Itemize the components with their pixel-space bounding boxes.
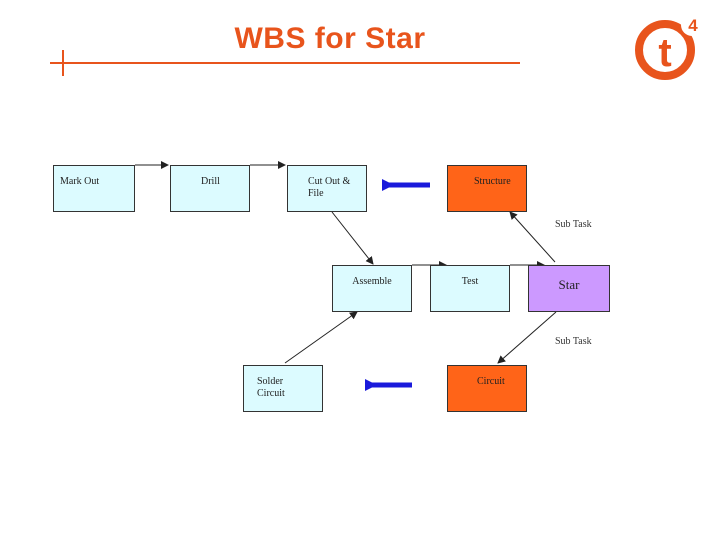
logo-letter: t — [658, 31, 671, 75]
task-box-cut-out-file: Cut Out & File — [287, 165, 367, 212]
t4-logo-icon: t 4 — [635, 14, 703, 80]
sub-task-label-bottom: Sub Task — [555, 336, 592, 347]
task-box-assemble: Assemble — [332, 265, 412, 312]
arrow-star-to-circuit — [497, 311, 557, 364]
arrow-star-to-structure — [509, 211, 556, 263]
task-label-assemble: Assemble — [352, 276, 392, 287]
logo-superscript: 4 — [688, 16, 698, 35]
subtask-box-circuit: Circuit — [447, 365, 527, 412]
title-underline — [50, 62, 520, 64]
task-box-test: Test — [430, 265, 510, 312]
task-label-solder-circuit: Solder Circuit — [257, 376, 285, 399]
arrow-cutout-to-assemble — [331, 211, 374, 265]
task-box-drill: Drill — [170, 165, 250, 212]
task-label-test: Test — [461, 276, 479, 287]
subtask-label-circuit: Circuit — [477, 376, 505, 387]
task-label-drill: Drill — [201, 176, 220, 187]
subtask-label-structure: Structure — [474, 176, 511, 187]
goal-label-star: Star — [558, 277, 580, 292]
subtask-box-structure: Structure — [447, 165, 527, 212]
sub-task-label-top: Sub Task — [555, 219, 592, 230]
page-title: WBS for Star — [234, 22, 426, 55]
task-label-mark-out: Mark Out — [60, 176, 100, 187]
task-label-cut-out-file: Cut Out & File — [308, 176, 351, 199]
task-box-mark-out: Mark Out — [53, 165, 135, 212]
goal-box-star: Star — [528, 265, 610, 312]
arrow-solder-to-assemble — [284, 311, 358, 364]
corner-cross-horizontal — [52, 62, 76, 64]
task-box-solder-circuit: Solder Circuit — [243, 365, 323, 412]
